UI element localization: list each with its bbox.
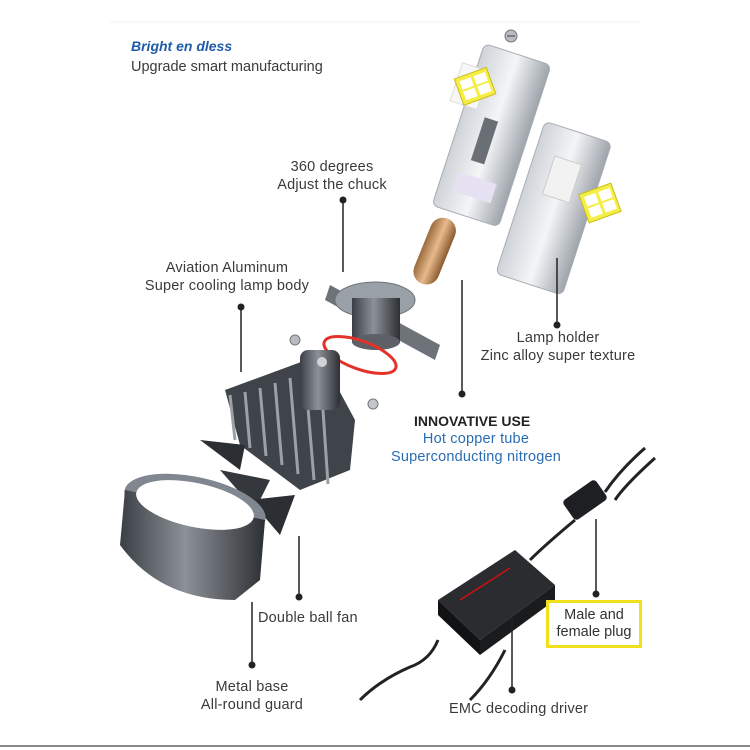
callout-metal-base-line-1: Metal base [215, 679, 289, 695]
callout-lamp-holder-line-2: Zinc alloy super texture [480, 348, 636, 364]
callout-plug-box: Male and female plug [546, 600, 642, 648]
driver-cable [358, 446, 657, 702]
callout-lamp-holder: Lamp holder Zinc alloy super texture [470, 329, 646, 365]
callout-metal-base: Metal base All-round guard [186, 678, 318, 714]
heatsink-body [225, 350, 355, 490]
screw-mid-left [289, 334, 301, 346]
copper-tube [413, 217, 456, 285]
callout-metal-base-line-2: All-round guard [200, 697, 304, 713]
innovative-use-details: Hot copper tube Superconducting nitrogen [376, 430, 576, 466]
callout-aluminum-body: Aviation Aluminum Super cooling lamp bod… [132, 259, 322, 295]
callout-plug-line-1: Male and [564, 607, 624, 623]
metal-base [120, 473, 266, 600]
chuck-collar [325, 281, 440, 360]
callout-aluminum-line-2: Super cooling lamp body [144, 278, 310, 294]
callout-fan: Double ball fan [258, 610, 358, 626]
callout-plug-line-2: female plug [556, 624, 632, 640]
callout-chuck-line-1: 360 degrees [290, 159, 374, 175]
led-chip-right [578, 182, 622, 224]
emc-driver-box [438, 550, 555, 655]
lamp-holder-right [496, 122, 611, 295]
leader-dots [237, 196, 600, 694]
tagline: Upgrade smart manufacturing [131, 59, 323, 75]
screw-mid-right [367, 398, 379, 410]
innovative-use-title: INNOVATIVE USE [414, 413, 531, 429]
callout-lamp-holder-line-1: Lamp holder [516, 330, 600, 346]
callout-driver: EMC decoding driver [449, 701, 589, 717]
screw-top [504, 29, 518, 43]
innovative-use-line-1: Hot copper tube [422, 431, 530, 447]
innovative-use-line-2: Superconducting nitrogen [390, 449, 562, 465]
brand-slogan: Bright en dless [131, 38, 233, 54]
leader-lines [240, 200, 597, 690]
callout-aluminum-line-1: Aviation Aluminum [165, 260, 289, 276]
o-ring [322, 335, 398, 375]
led-chip-left [453, 66, 497, 106]
callout-chuck-line-2: Adjust the chuck [277, 177, 387, 193]
callout-chuck: 360 degrees Adjust the chuck [268, 158, 396, 194]
